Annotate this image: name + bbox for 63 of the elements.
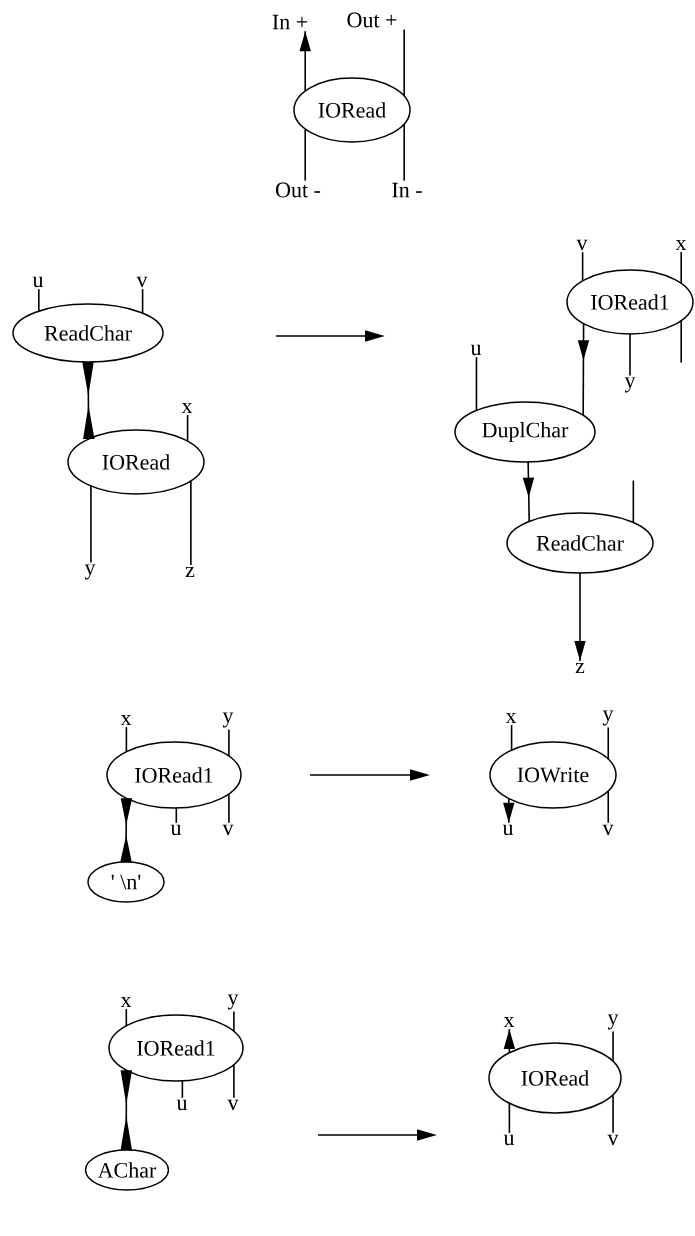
port-label: y (607, 1014, 619, 1030)
port-label: y (84, 564, 96, 580)
port-line (125, 1008, 128, 1027)
port-line (228, 793, 230, 824)
port-label: v (607, 1134, 619, 1146)
port-line (403, 123, 405, 182)
port-line (680, 251, 682, 285)
port-label: z (575, 662, 585, 674)
port-label: v (602, 824, 614, 836)
port-line (233, 1063, 235, 1099)
port-line (574, 572, 586, 662)
port-label: v (136, 276, 148, 288)
port-label: Out + (347, 12, 397, 28)
port-line (141, 288, 144, 314)
port-label: x (503, 1016, 515, 1028)
port-line (612, 1030, 614, 1063)
port-line (190, 480, 192, 566)
port-label: u (170, 824, 182, 836)
port-label: u (470, 344, 482, 356)
port-line (304, 128, 306, 182)
port-label: x (120, 996, 132, 1008)
port-line (181, 1080, 184, 1099)
port-label: y (624, 377, 636, 393)
port-line (120, 1070, 133, 1150)
port-label: v (227, 1099, 239, 1111)
port-label: y (602, 710, 614, 726)
port-line (233, 1010, 235, 1033)
port-line (510, 724, 513, 751)
port-line (607, 726, 610, 760)
port-line (90, 485, 92, 564)
port-label: x (675, 239, 687, 251)
port-line (680, 319, 682, 364)
port-label: In + (272, 14, 308, 30)
port-label: x (505, 712, 517, 724)
port-label: u (176, 1099, 188, 1111)
port-line (175, 807, 178, 824)
port-label: u (32, 276, 44, 288)
port-line (629, 333, 631, 377)
port-line (38, 288, 40, 312)
port-line (503, 797, 515, 824)
port-label: u (502, 824, 514, 836)
port-line (612, 1093, 614, 1134)
port-line (125, 726, 128, 753)
port-line (632, 479, 635, 524)
port-label: Out - (276, 182, 321, 198)
port-label: In - (392, 182, 422, 198)
port-label: u (503, 1134, 515, 1146)
port-label: x (181, 402, 193, 414)
port-label: z (185, 566, 195, 578)
port-line (581, 251, 584, 282)
port-line (475, 356, 478, 412)
port-label: v (222, 824, 234, 836)
port-label: v (576, 239, 588, 251)
port-label: y (227, 994, 239, 1010)
port-line (82, 361, 95, 440)
port-line (186, 414, 189, 442)
port-label: y (222, 712, 234, 728)
port-line (508, 1102, 511, 1134)
port-label: x (120, 714, 132, 726)
port-line (403, 28, 405, 97)
port-line (228, 728, 230, 757)
port-line (299, 30, 311, 92)
port-line (607, 790, 610, 824)
